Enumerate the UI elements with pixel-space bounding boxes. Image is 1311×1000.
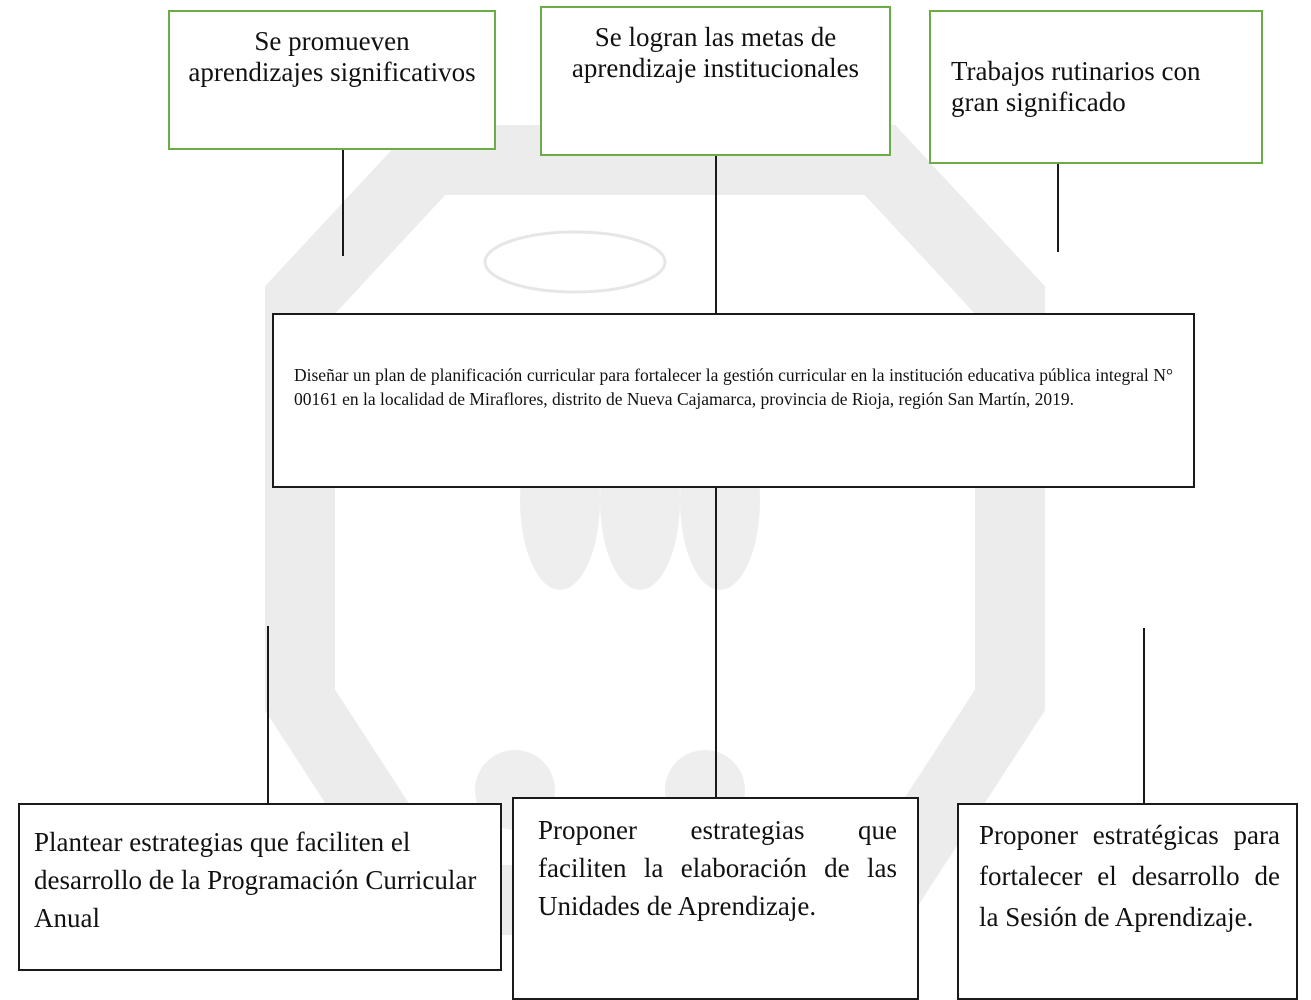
bottom-box-left: Plantear estrategias que faciliten el de…: [18, 803, 502, 971]
connector-bottom-left: [267, 626, 269, 804]
bottom-box-middle: Proponer estrategias que faciliten la el…: [512, 797, 919, 1000]
top-box-right: Trabajos rutinarios con gran significado: [929, 10, 1263, 164]
central-objective-box: Diseñar un plan de planificación curricu…: [272, 313, 1195, 488]
connector-top-left: [342, 144, 344, 256]
top-box-left-text: Se promueven aprendizajes significativos: [188, 26, 476, 87]
top-box-middle-text: Se logran las metas de aprendizaje insti…: [571, 22, 860, 83]
top-box-left: Se promueven aprendizajes significativos: [168, 10, 496, 150]
connector-bottom-right: [1143, 628, 1145, 804]
bottom-box-right: Proponer estratégicas para fortalecer el…: [957, 803, 1298, 1000]
connector-bottom-middle: [715, 487, 717, 797]
bottom-box-middle-text: Proponer estrategias que faciliten la el…: [538, 815, 897, 921]
top-box-right-text: Trabajos rutinarios con gran significado: [951, 56, 1201, 117]
bottom-box-left-text: Plantear estrategias que faciliten el de…: [34, 827, 477, 933]
connector-top-right: [1057, 164, 1059, 252]
connector-top-middle: [715, 156, 717, 314]
bottom-box-right-text: Proponer estratégicas para fortalecer el…: [979, 820, 1280, 932]
top-box-middle: Se logran las metas de aprendizaje insti…: [540, 6, 891, 156]
central-objective-text: Diseñar un plan de planificación curricu…: [294, 365, 1173, 409]
